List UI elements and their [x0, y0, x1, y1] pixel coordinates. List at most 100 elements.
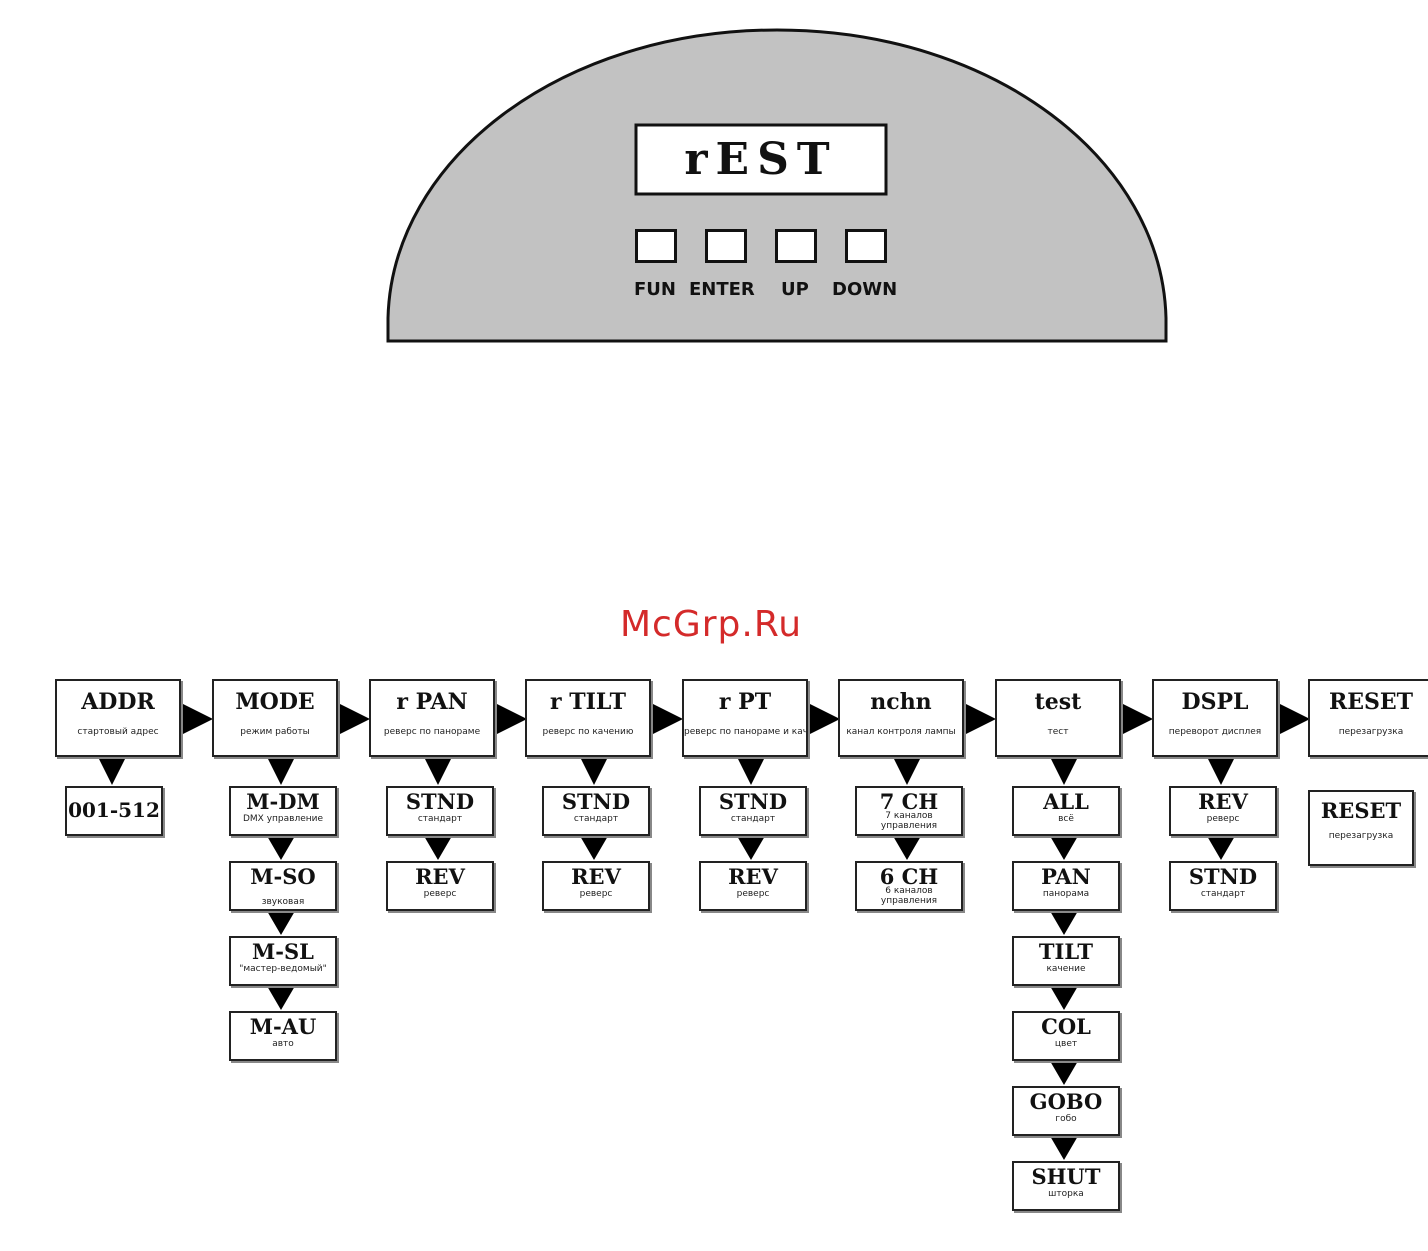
arrow-right — [966, 704, 996, 734]
option-title: STND — [1188, 864, 1258, 889]
option-title: PAN — [1041, 864, 1091, 889]
arrow-right — [340, 704, 370, 734]
menu-box-addr: ADDR стартовый адрес — [55, 679, 181, 757]
option-title: M-SL — [252, 939, 314, 964]
option-desc: стандарт — [1200, 889, 1246, 899]
option-desc: стандарт — [573, 814, 619, 824]
option-box-m-sl: M-SL"мастер-ведомый" — [229, 936, 337, 986]
arrow-down — [1207, 757, 1235, 785]
option-desc: авто — [272, 1039, 294, 1049]
arrow-right — [810, 704, 840, 734]
enter-label: ENTER — [689, 279, 755, 300]
option-desc: 7 каналов управления — [880, 811, 938, 831]
fun-label: FUN — [634, 279, 676, 300]
option-title: REV — [415, 864, 465, 889]
option-desc: всё — [1058, 814, 1074, 824]
option-desc: реверс — [423, 889, 457, 899]
option-desc: 6 каналов управления — [880, 886, 938, 906]
option-desc: цвет — [1054, 1039, 1078, 1049]
arrow-down — [1050, 1136, 1078, 1160]
arrow-down — [1050, 1061, 1078, 1085]
option-title: M-AU — [249, 1014, 317, 1039]
enter-button[interactable] — [705, 229, 747, 263]
menu-desc: режим работы — [240, 727, 310, 737]
menu-desc: реверс по панораме и качению — [684, 727, 808, 737]
option-title: ALL — [1043, 789, 1089, 814]
arrow-down — [1050, 836, 1078, 860]
option-title: TILT — [1038, 939, 1094, 964]
arrow-down — [424, 757, 452, 785]
arrow-down — [267, 911, 295, 935]
arrow-right — [653, 704, 683, 734]
menu-desc: переворот дисплея — [1168, 727, 1262, 737]
menu-title: MODE — [235, 689, 315, 715]
menu-desc: перезагрузка — [1338, 727, 1404, 737]
up-button[interactable] — [775, 229, 817, 263]
menu-title: r PT — [718, 689, 772, 715]
option-title: REV — [728, 864, 778, 889]
option-desc: реверс — [736, 889, 770, 899]
arrow-down — [267, 836, 295, 860]
menu-box-r-tilt: r TILT реверс по качению — [525, 679, 651, 757]
option-desc: панорама — [1042, 889, 1090, 899]
fun-button[interactable] — [635, 229, 677, 263]
menu-desc: реверс по качению — [542, 727, 634, 737]
arrow-right — [1123, 704, 1153, 734]
menu-title: r PAN — [396, 689, 468, 715]
arrow-right — [183, 704, 213, 734]
option-title: M-SO — [250, 864, 316, 889]
arrow-down — [98, 757, 126, 785]
menu-box-r-pt: r PT реверс по панораме и качению — [682, 679, 808, 757]
option-box-001-512: 001-512 — [65, 786, 163, 836]
arrow-down — [267, 986, 295, 1010]
option-desc: шторка — [1048, 1189, 1084, 1199]
arrow-right — [497, 704, 527, 734]
menu-desc: тест — [1047, 727, 1069, 737]
option-title: 7 CH — [879, 789, 939, 814]
down-button[interactable] — [845, 229, 887, 263]
arrow-down — [1050, 757, 1078, 785]
option-title: M-DM — [246, 789, 320, 814]
option-title: 6 CH — [879, 864, 939, 889]
menu-title: r TILT — [550, 689, 626, 715]
down-label: DOWN — [832, 279, 898, 300]
arrow-down — [737, 836, 765, 860]
up-label: UP — [781, 279, 809, 300]
option-title: STND — [561, 789, 631, 814]
option-title: GOBO — [1029, 1089, 1103, 1114]
option-desc: стандарт — [730, 814, 776, 824]
arrow-down — [1050, 986, 1078, 1010]
arrow-down — [1207, 836, 1235, 860]
option-title: STND — [718, 789, 788, 814]
option-desc: DMX управление — [242, 814, 324, 824]
menu-desc: реверс по панораме — [383, 727, 481, 737]
arrow-down — [580, 757, 608, 785]
option-desc: стандарт — [417, 814, 463, 824]
arrow-down — [267, 757, 295, 785]
menu-desc: канал контроля лампы — [846, 727, 956, 737]
arrow-down — [580, 836, 608, 860]
led-display: rEST — [684, 134, 838, 185]
display-frame — [634, 123, 888, 196]
menu-desc: стартовый адрес — [77, 727, 159, 737]
menu-box-r-pan: r PAN реверс по панораме — [369, 679, 495, 757]
menu-title: ADDR — [81, 689, 155, 715]
option-title: REV — [571, 864, 621, 889]
arrow-down — [893, 836, 921, 860]
